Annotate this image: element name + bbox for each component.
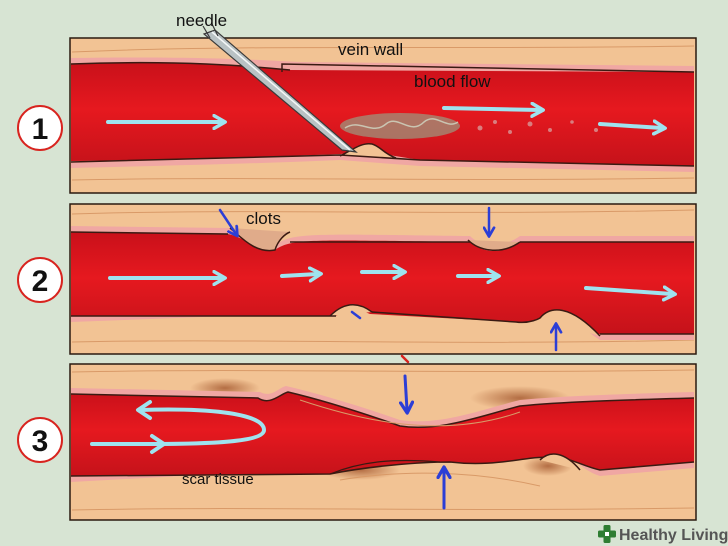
flow-arrow bbox=[598, 124, 662, 128]
panel-3-number-badge: 3 bbox=[17, 417, 63, 463]
panel-1-leak-cloud bbox=[340, 113, 598, 139]
panel-3-number: 3 bbox=[32, 425, 49, 458]
needle-icon bbox=[202, 23, 358, 153]
needle-label: needle bbox=[176, 11, 227, 30]
flow-arrow bbox=[584, 288, 672, 294]
brand-logo: Healthy Living bbox=[598, 525, 728, 544]
blood-flow-label: blood flow bbox=[414, 72, 491, 91]
plus-cross-icon bbox=[598, 525, 616, 543]
clot-arrow bbox=[218, 208, 236, 234]
clot-bump bbox=[467, 239, 521, 251]
clots-label: clots bbox=[246, 209, 281, 228]
panel-2-number-badge: 2 bbox=[17, 257, 63, 303]
flow-arrow bbox=[90, 407, 267, 446]
brand-name: Healthy Living bbox=[619, 527, 728, 544]
vein-wall-label: vein wall bbox=[338, 40, 403, 59]
flow-arrow bbox=[280, 274, 318, 276]
clot-bump bbox=[229, 227, 291, 252]
clot-bump bbox=[329, 304, 373, 317]
flow-arrow bbox=[442, 108, 540, 110]
scar-tissue-label: scar tissue bbox=[182, 471, 254, 488]
clot-bump bbox=[539, 309, 601, 337]
panel-1 bbox=[69, 23, 697, 194]
panel-3 bbox=[69, 354, 697, 521]
panel-1-number: 1 bbox=[32, 113, 49, 146]
panel-1-number-badge: 1 bbox=[17, 105, 63, 151]
panel-2-blood bbox=[71, 232, 694, 334]
clot-arrow bbox=[405, 374, 407, 410]
panel-2 bbox=[69, 203, 697, 355]
panel-2-number: 2 bbox=[32, 265, 49, 298]
